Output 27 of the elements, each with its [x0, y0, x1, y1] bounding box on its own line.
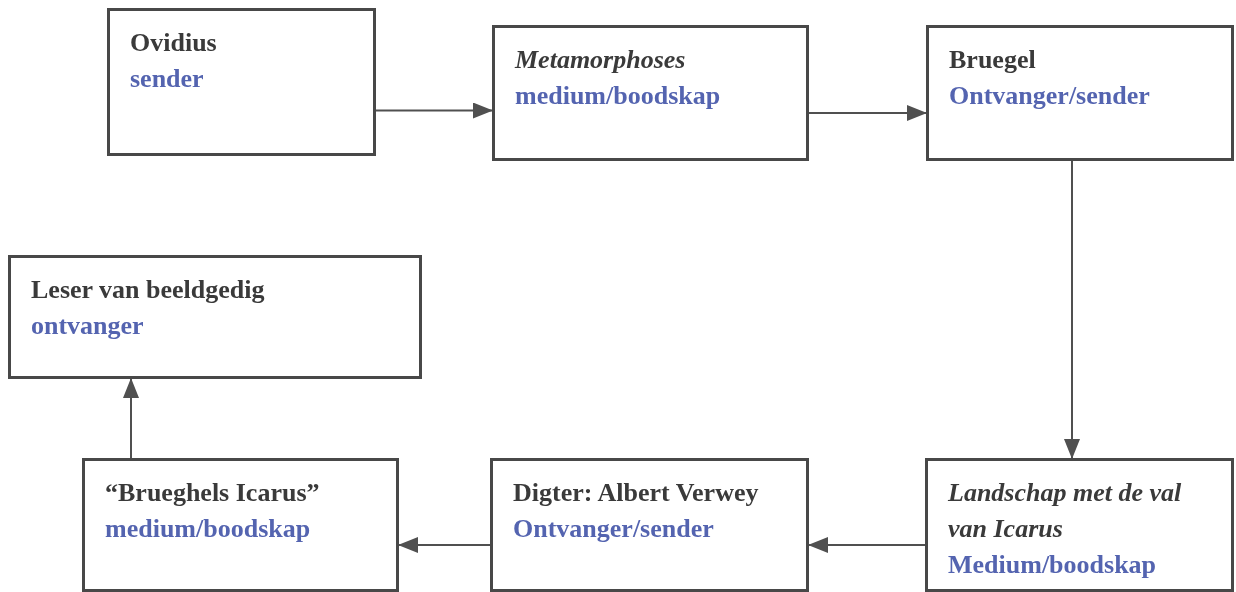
process-box [82, 458, 399, 592]
process-box [8, 255, 422, 379]
node-title: Leser van beeldgedig [31, 274, 266, 306]
node-title: Ovidius [130, 27, 218, 59]
node-title: Bruegel [949, 44, 1037, 76]
node-role: Ontvanger/sender [513, 513, 715, 545]
arrow [375, 102, 493, 119]
node-role: ontvanger [31, 310, 145, 342]
node-role: medium/boodskap [515, 80, 722, 112]
arrow [808, 537, 926, 553]
node-title: Metamorphoses [515, 44, 687, 76]
node-role: Medium/boodskap [948, 549, 1158, 581]
node-title: Landschap met de val van Icarus [948, 477, 1183, 545]
arrow [808, 105, 927, 121]
node-role: medium/boodskap [105, 513, 312, 545]
process-box [490, 458, 809, 592]
process-box [926, 25, 1234, 161]
arrow [123, 378, 139, 459]
arrow [1064, 160, 1080, 459]
process-box [107, 8, 376, 156]
process-box [925, 458, 1234, 592]
arrow [398, 537, 491, 553]
process-box [492, 25, 809, 161]
node-role: Ontvanger/sender [949, 80, 1151, 112]
node-title: “Brueghels Icarus” [105, 477, 321, 509]
node-title: Digter: Albert Verwey [513, 477, 760, 509]
node-role: sender [130, 63, 205, 95]
